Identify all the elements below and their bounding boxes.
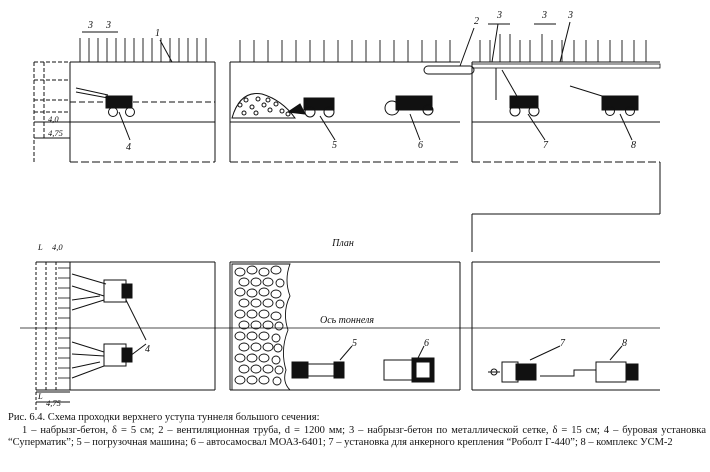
label-4-bottom: 4 xyxy=(145,344,150,355)
label-5-bottom: 5 xyxy=(352,338,357,349)
plan-view xyxy=(20,261,660,410)
label-3-e: 3 xyxy=(567,10,573,21)
shotcrete-unit-top xyxy=(569,85,639,141)
label-5-top: 5 xyxy=(332,140,337,151)
rock-bolts-middle xyxy=(239,40,451,62)
dim-4-0-top: 4,0 xyxy=(48,114,59,124)
dump-truck-top xyxy=(384,95,434,141)
dim-L-plan-top: L xyxy=(37,242,43,252)
label-8-top: 8 xyxy=(631,140,636,151)
plan-heading: План xyxy=(331,238,354,249)
label-6-bottom: 6 xyxy=(424,338,429,349)
profile-panel-right xyxy=(471,21,661,163)
label-3-c: 3 xyxy=(496,10,502,21)
label-3-d: 3 xyxy=(541,10,547,21)
loader-top xyxy=(286,97,336,141)
rock-bolts-right xyxy=(479,34,647,62)
dim-L-plan-bottom: L xyxy=(37,391,43,401)
profile-view xyxy=(33,21,661,252)
label-6-top: 6 xyxy=(418,140,423,151)
label-8-bottom: 8 xyxy=(622,338,627,349)
dump-truck-plan xyxy=(383,345,435,383)
rock-bolts-left xyxy=(79,38,207,62)
label-3-a: 3 xyxy=(87,20,93,31)
profile-panel-middle xyxy=(229,27,475,163)
figure-caption: Рис. 6.4. Схема проходки верхнего уступа… xyxy=(8,412,706,450)
tunnel-axis-label: Ось тоннеля xyxy=(320,315,374,326)
dim-4-75-plan: 4,75 xyxy=(46,398,61,408)
bolter-plan xyxy=(488,345,596,383)
callout-labels: 1 2 3 3 3 3 3 4 5 6 7 8 4 5 6 7 8 4,0 4,… xyxy=(37,10,636,408)
shotcrete-unit-plan xyxy=(595,345,639,383)
label-7-bottom: 7 xyxy=(560,338,566,349)
caption-legend: 1 – набрызг-бетон, δ = 5 см; 2 – вентиля… xyxy=(8,424,706,449)
drilling-rig-plan xyxy=(71,273,147,379)
drilling-rig-top xyxy=(75,87,135,141)
ventilation-pipe xyxy=(423,27,475,75)
label-4-top: 4 xyxy=(126,142,131,153)
label-2: 2 xyxy=(474,16,479,27)
label-7-top: 7 xyxy=(543,140,549,151)
rock-face-plan xyxy=(231,263,292,391)
loader-plan xyxy=(291,345,353,379)
caption-title: Рис. 6.4. Схема проходки верхнего уступа… xyxy=(8,412,320,423)
muck-pile xyxy=(231,93,296,119)
plan-bolts-left xyxy=(58,267,70,379)
dim-4-0-plan: 4,0 xyxy=(52,242,63,252)
bolter-top xyxy=(495,68,546,141)
profile-panel-left xyxy=(33,31,216,163)
label-3-b: 3 xyxy=(105,20,111,31)
label-1: 1 xyxy=(155,28,160,39)
dim-4-75-top: 4,75 xyxy=(48,128,63,138)
tunnel-scheme-drawing: 1 2 3 3 3 3 3 4 5 6 7 8 4 5 6 7 8 4,0 4,… xyxy=(20,10,661,410)
